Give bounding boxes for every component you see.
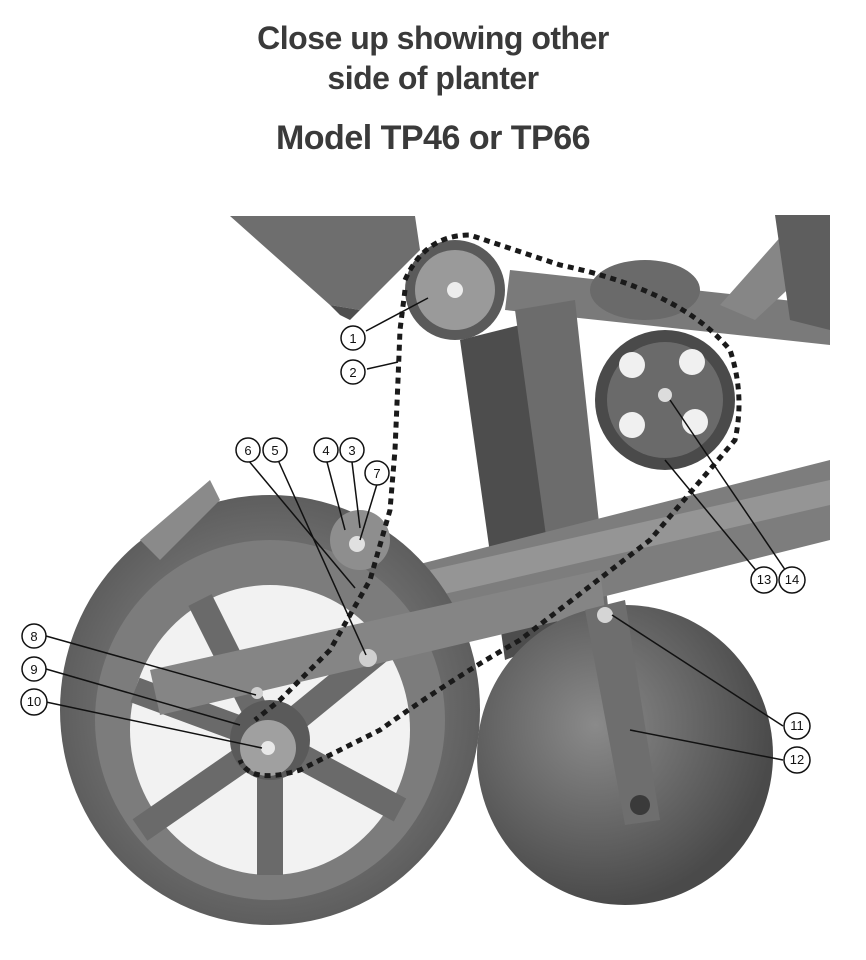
callout-13-label: 13 xyxy=(757,572,771,587)
callout-10: 10 xyxy=(20,688,48,716)
callout-4: 4 xyxy=(313,437,339,463)
right-sprocket-hub xyxy=(658,388,672,402)
callout-2-label: 2 xyxy=(349,365,356,380)
title-block: Close up showing other side of planter M… xyxy=(0,18,866,158)
callout-6: 6 xyxy=(235,437,261,463)
callout-7-label: 7 xyxy=(373,466,380,481)
callout-6-label: 6 xyxy=(244,443,251,458)
callout-5-label: 5 xyxy=(271,443,278,458)
bracket-plate xyxy=(140,480,220,560)
callout-11-label: 11 xyxy=(790,718,804,733)
disc-pivot-bolt xyxy=(597,607,613,623)
callout-8: 8 xyxy=(21,623,47,649)
title-line-2: side of planter xyxy=(327,60,539,96)
callout-leaders xyxy=(45,297,793,761)
callout-1: 1 xyxy=(340,325,366,351)
idler-hub xyxy=(349,536,365,552)
seed-hopper-chute xyxy=(230,216,420,310)
disc-arm xyxy=(585,600,660,825)
callout-5: 5 xyxy=(262,437,288,463)
callout-12-label: 12 xyxy=(790,752,804,767)
callout-12: 12 xyxy=(783,746,811,774)
callout-3: 3 xyxy=(339,437,365,463)
callout-8-label: 8 xyxy=(30,629,37,644)
wheel-sprocket-hub xyxy=(261,741,275,755)
callout-14: 14 xyxy=(778,566,806,594)
disc-hub-bolt xyxy=(630,795,650,815)
chute-edge xyxy=(330,305,360,320)
tension-bolt xyxy=(359,649,377,667)
wheel-frame-bar xyxy=(150,570,605,715)
frame-highlight xyxy=(430,480,830,595)
callout-3-label: 3 xyxy=(348,443,355,458)
callout-14-label: 14 xyxy=(785,572,799,587)
drive-chain xyxy=(237,232,742,779)
callout-1-label: 1 xyxy=(349,331,356,346)
title-line-1: Close up showing other xyxy=(257,20,609,56)
idler-bolt xyxy=(251,687,263,699)
callout-4-label: 4 xyxy=(322,443,329,458)
callouts: 1 2 3 4 5 6 7 8 9 10 11 12 13 14 xyxy=(20,325,811,774)
callout-7: 7 xyxy=(364,460,390,486)
callout-9-label: 9 xyxy=(30,662,37,677)
callout-10-label: 10 xyxy=(27,694,41,709)
callout-13: 13 xyxy=(750,566,778,594)
planter-diagram: 1 2 3 4 5 6 7 8 9 10 11 12 13 14 xyxy=(20,215,830,925)
model-subtitle: Model TP46 or TP66 xyxy=(275,119,591,157)
callout-11: 11 xyxy=(783,712,811,740)
callout-9: 9 xyxy=(21,656,47,682)
callout-2: 2 xyxy=(340,359,366,385)
upper-sprocket-hub xyxy=(447,282,463,298)
right-upright xyxy=(775,215,830,330)
